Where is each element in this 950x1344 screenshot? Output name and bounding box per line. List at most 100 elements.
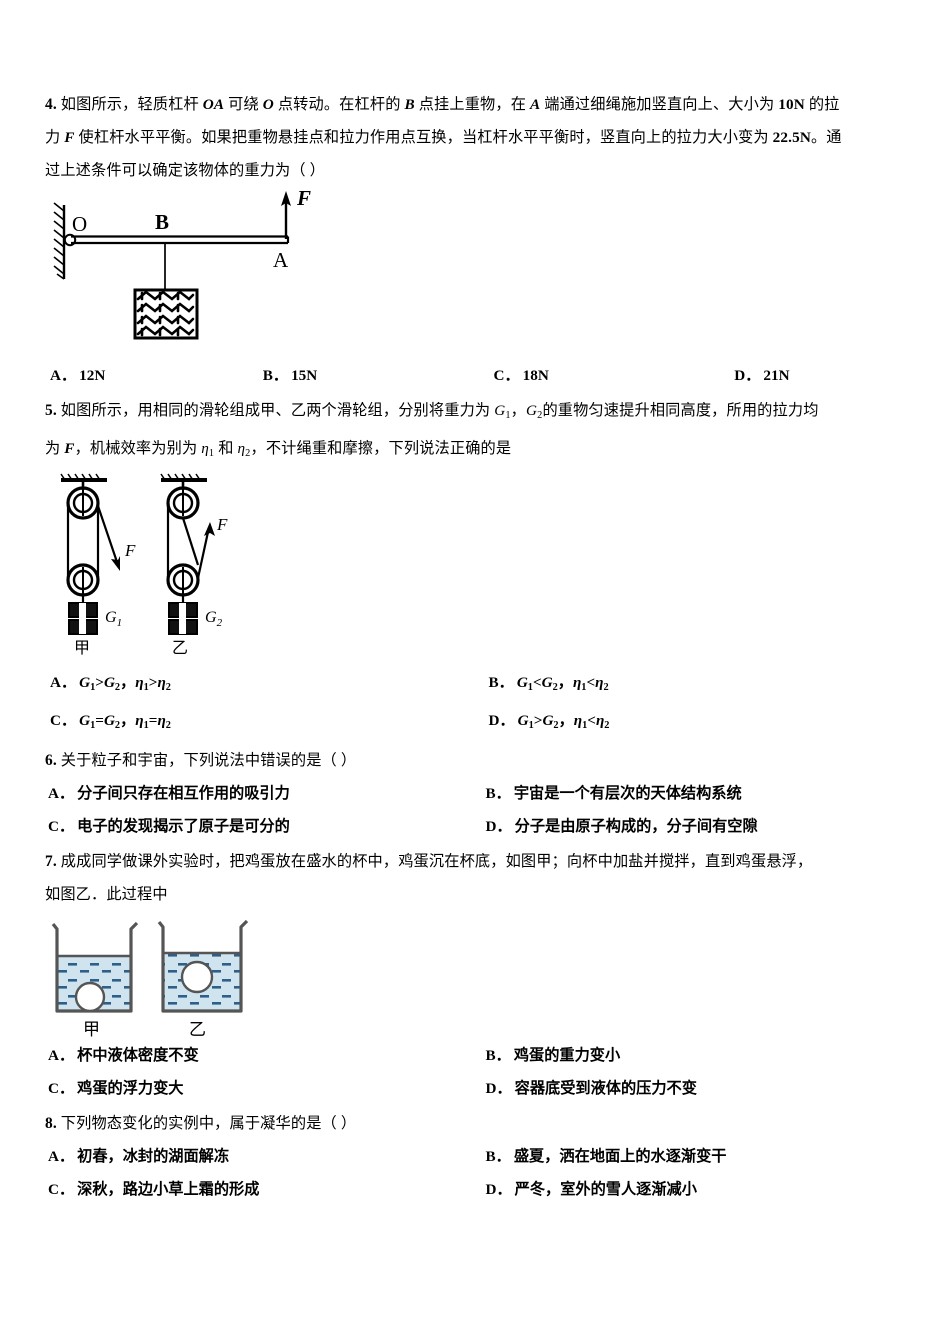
option-5-d-label: D． <box>488 711 515 729</box>
option-6-a[interactable]: A．分子间只存在相互作用的吸引力 <box>45 777 476 810</box>
option-6-b-label: B． <box>485 784 511 802</box>
label-f-right: F <box>216 515 228 534</box>
fixed-pulley-left <box>66 486 100 520</box>
rope-left-pull <box>96 505 119 563</box>
label-o: O <box>72 212 87 236</box>
option-6-b[interactable]: B．宇宙是一个有层次的天体结构系统 <box>476 777 914 810</box>
beaker-yi: 乙 <box>157 919 249 1039</box>
question-7-stem-line1: 成成同学做课外实验时，把鸡蛋放在盛水的杯中，鸡蛋沉在杯底，如图甲；向杯中加盐并搅… <box>60 852 813 870</box>
option-8-b-label: B． <box>485 1147 511 1165</box>
option-8-b[interactable]: B．盛夏，洒在地面上的水逐渐变干 <box>476 1140 914 1173</box>
option-7-c-label: C． <box>48 1079 75 1097</box>
question-4-stem-line3: 过上述条件可以确定该物体的重力为（ ） <box>45 154 913 187</box>
question-8-stem-text: 下列物态变化的实例中，属于凝华的是（ ） <box>60 1114 357 1132</box>
option-4-b[interactable]: B．15N <box>229 359 442 392</box>
question-7: 7. 成成同学做课外实验时，把鸡蛋放在盛水的杯中，鸡蛋沉在杯底，如图甲；向杯中加… <box>45 845 913 1105</box>
beaker-diagram-svg: 甲 乙 <box>51 919 249 1039</box>
option-7-b-label: B． <box>485 1046 511 1064</box>
q4-term-oa: OA <box>202 96 225 113</box>
option-8-a-label: A． <box>48 1147 75 1165</box>
ceiling-hatch-right <box>160 473 201 481</box>
question-5-stem-line2: 为 F，机械效率为别为 η1 和 η2，不计绳重和摩擦，下列说法正确的是 <box>45 432 913 470</box>
pulley-group-right: F G2 乙 <box>160 473 228 657</box>
weight-block-hatch-pattern <box>136 290 195 337</box>
question-6-stem: 6. 关于粒子和宇宙，下列说法中错误的是（ ） <box>45 744 913 777</box>
q5-stem-seg-l2d: ，不计绳重和摩擦，下列说法正确的是 <box>250 439 512 457</box>
force-arrow-head <box>281 191 291 206</box>
pulley-diagram-svg: F G1 甲 <box>60 473 228 657</box>
option-7-c[interactable]: C．鸡蛋的浮力变大 <box>45 1072 476 1105</box>
question-8-stem: 8. 下列物态变化的实例中，属于凝华的是（ ） <box>45 1107 913 1140</box>
q4-stem-seg-a: 如图所示，轻质杠杆 <box>60 96 203 113</box>
option-4-c-text: 18N <box>522 367 549 384</box>
option-8-b-text: 盛夏，洒在地面上的水逐渐变干 <box>513 1147 727 1165</box>
q5-eta1: η <box>201 439 209 457</box>
option-8-a[interactable]: A．初春，冰封的湖面解冻 <box>45 1140 476 1173</box>
option-5-d[interactable]: D．G1>G2，η1<η2 <box>475 704 914 742</box>
beaker-egg-diagram: 甲 乙 <box>45 911 913 1039</box>
option-7-d[interactable]: D．容器底受到液体的压力不变 <box>476 1072 914 1105</box>
question-8-options: A．初春，冰封的湖面解冻 B．盛夏，洒在地面上的水逐渐变干 C．深秋，路边小草上… <box>45 1140 913 1206</box>
rope-right-pull <box>196 531 210 579</box>
q5-g2-sub: 2 <box>537 409 543 421</box>
q5-stem-seg-b: ， <box>510 402 526 419</box>
question-4-options: A．12N B．15N C．18N D．21N <box>45 359 913 392</box>
force-arrow-right <box>204 521 215 536</box>
question-5-options: A．G1>G2，η1>η2 B．G1<G2，η1<η2 C．G1=G2，η1=η… <box>45 666 913 742</box>
question-6-number: 6. <box>45 751 57 769</box>
question-7-options: A．杯中液体密度不变 B．鸡蛋的重力变小 C．鸡蛋的浮力变大 D．容器底受到液体… <box>45 1039 913 1105</box>
option-4-a[interactable]: A．12N <box>45 359 229 392</box>
option-4-c[interactable]: C．18N <box>442 359 673 392</box>
option-4-d[interactable]: D．21N <box>672 359 913 392</box>
option-8-c[interactable]: C．深秋，路边小草上霜的形成 <box>45 1173 476 1206</box>
question-6-options: A．分子间只存在相互作用的吸引力 B．宇宙是一个有层次的天体结构系统 C．电子的… <box>45 777 913 843</box>
option-7-a[interactable]: A．杯中液体密度不变 <box>45 1039 476 1072</box>
label-b: B <box>155 210 169 234</box>
egg-yi <box>180 960 214 993</box>
beaker-outline-yi <box>157 919 249 1013</box>
beaker-caption-jia: 甲 <box>83 1020 100 1039</box>
q5-term-f: F <box>64 439 75 457</box>
question-6-stem-text: 关于粒子和宇宙，下列说法中错误的是（ ） <box>60 751 357 769</box>
question-4-number: 4. <box>45 96 57 113</box>
q4-stem-seg-l2a: 力 <box>45 129 65 146</box>
q4-stem-seg-g: 点挂上重物，在 <box>414 96 531 113</box>
question-7-option-row-2: C．鸡蛋的浮力变大 D．容器底受到液体的压力不变 <box>45 1072 913 1105</box>
option-6-c-text: 电子的发现揭示了原子是可分的 <box>77 817 290 835</box>
question-7-stem-line2-wrap: 如图乙．此过程中 <box>45 878 913 911</box>
q4-stem-seg-l2e: 。通 <box>810 129 842 146</box>
rope-right-2 <box>181 517 200 566</box>
option-5-c[interactable]: C．G1=G2，η1=η2 <box>45 704 475 742</box>
q4-stem-seg-i: 端通过细绳施加竖直向上、大小为 <box>540 96 779 113</box>
q4-stem-seg-l2c: 使杠杆水平平衡。如果把重物悬挂点和拉力作用点互换，当杠杆水平平衡时，竖直向上的拉… <box>74 129 773 146</box>
pulley-group-left: F G1 甲 <box>60 473 136 657</box>
option-6-a-text: 分子间只存在相互作用的吸引力 <box>77 784 290 802</box>
option-6-d[interactable]: D．分子是由原子构成的，分子间有空隙 <box>476 810 914 843</box>
option-8-c-label: C． <box>48 1180 75 1198</box>
question-4-stem: 4. 如图所示，轻质杠杆 OA 可绕 O 点转动。在杠杆的 B 点挂上重物，在 … <box>45 88 913 121</box>
option-4-a-text: 12N <box>79 367 106 384</box>
option-6-c[interactable]: C．电子的发现揭示了原子是可分的 <box>45 810 476 843</box>
question-4-stem-line2: 力 F 使杠杆水平平衡。如果把重物悬挂点和拉力作用点互换，当杠杆水平平衡时，竖直… <box>45 121 913 154</box>
option-4-d-label: D． <box>734 367 761 384</box>
exam-content: 4. 如图所示，轻质杠杆 OA 可绕 O 点转动。在杠杆的 B 点挂上重物，在 … <box>45 88 913 1208</box>
option-7-d-label: D． <box>485 1079 512 1097</box>
option-5-b[interactable]: B．G1<G2，η1<η2 <box>475 666 914 704</box>
q5-g2: G <box>526 402 538 419</box>
option-6-d-text: 分子是由原子构成的，分子间有空隙 <box>514 817 758 835</box>
q5-stem-seg-c: 的重物匀速提升相同高度，所用的拉力均 <box>542 402 819 419</box>
q5-stem-seg-l2b: ，机械效率为别为 <box>74 439 202 457</box>
option-5-a[interactable]: A．G1>G2，η1>η2 <box>45 666 475 704</box>
beaker-jia: 甲 <box>51 921 139 1039</box>
option-6-c-label: C． <box>48 817 75 835</box>
q5-g1-sub: 1 <box>505 409 511 421</box>
question-5-option-row-2: C．G1=G2，η1=η2 D．G1>G2，η1<η2 <box>45 704 913 742</box>
option-8-d[interactable]: D．严冬，室外的雪人逐渐减小 <box>476 1173 914 1206</box>
option-8-a-text: 初春，冰封的湖面解冻 <box>77 1147 230 1165</box>
option-6-a-label: A． <box>48 784 75 802</box>
question-8: 8. 下列物态变化的实例中，属于凝华的是（ ） A．初春，冰封的湖面解冻 B．盛… <box>45 1107 913 1206</box>
question-4-option-row: A．12N B．15N C．18N D．21N <box>45 359 913 392</box>
q5-stem-seg-l2a: 为 <box>45 439 65 457</box>
option-7-b[interactable]: B．鸡蛋的重力变小 <box>476 1039 914 1072</box>
ceiling-hatch-left <box>60 473 101 481</box>
